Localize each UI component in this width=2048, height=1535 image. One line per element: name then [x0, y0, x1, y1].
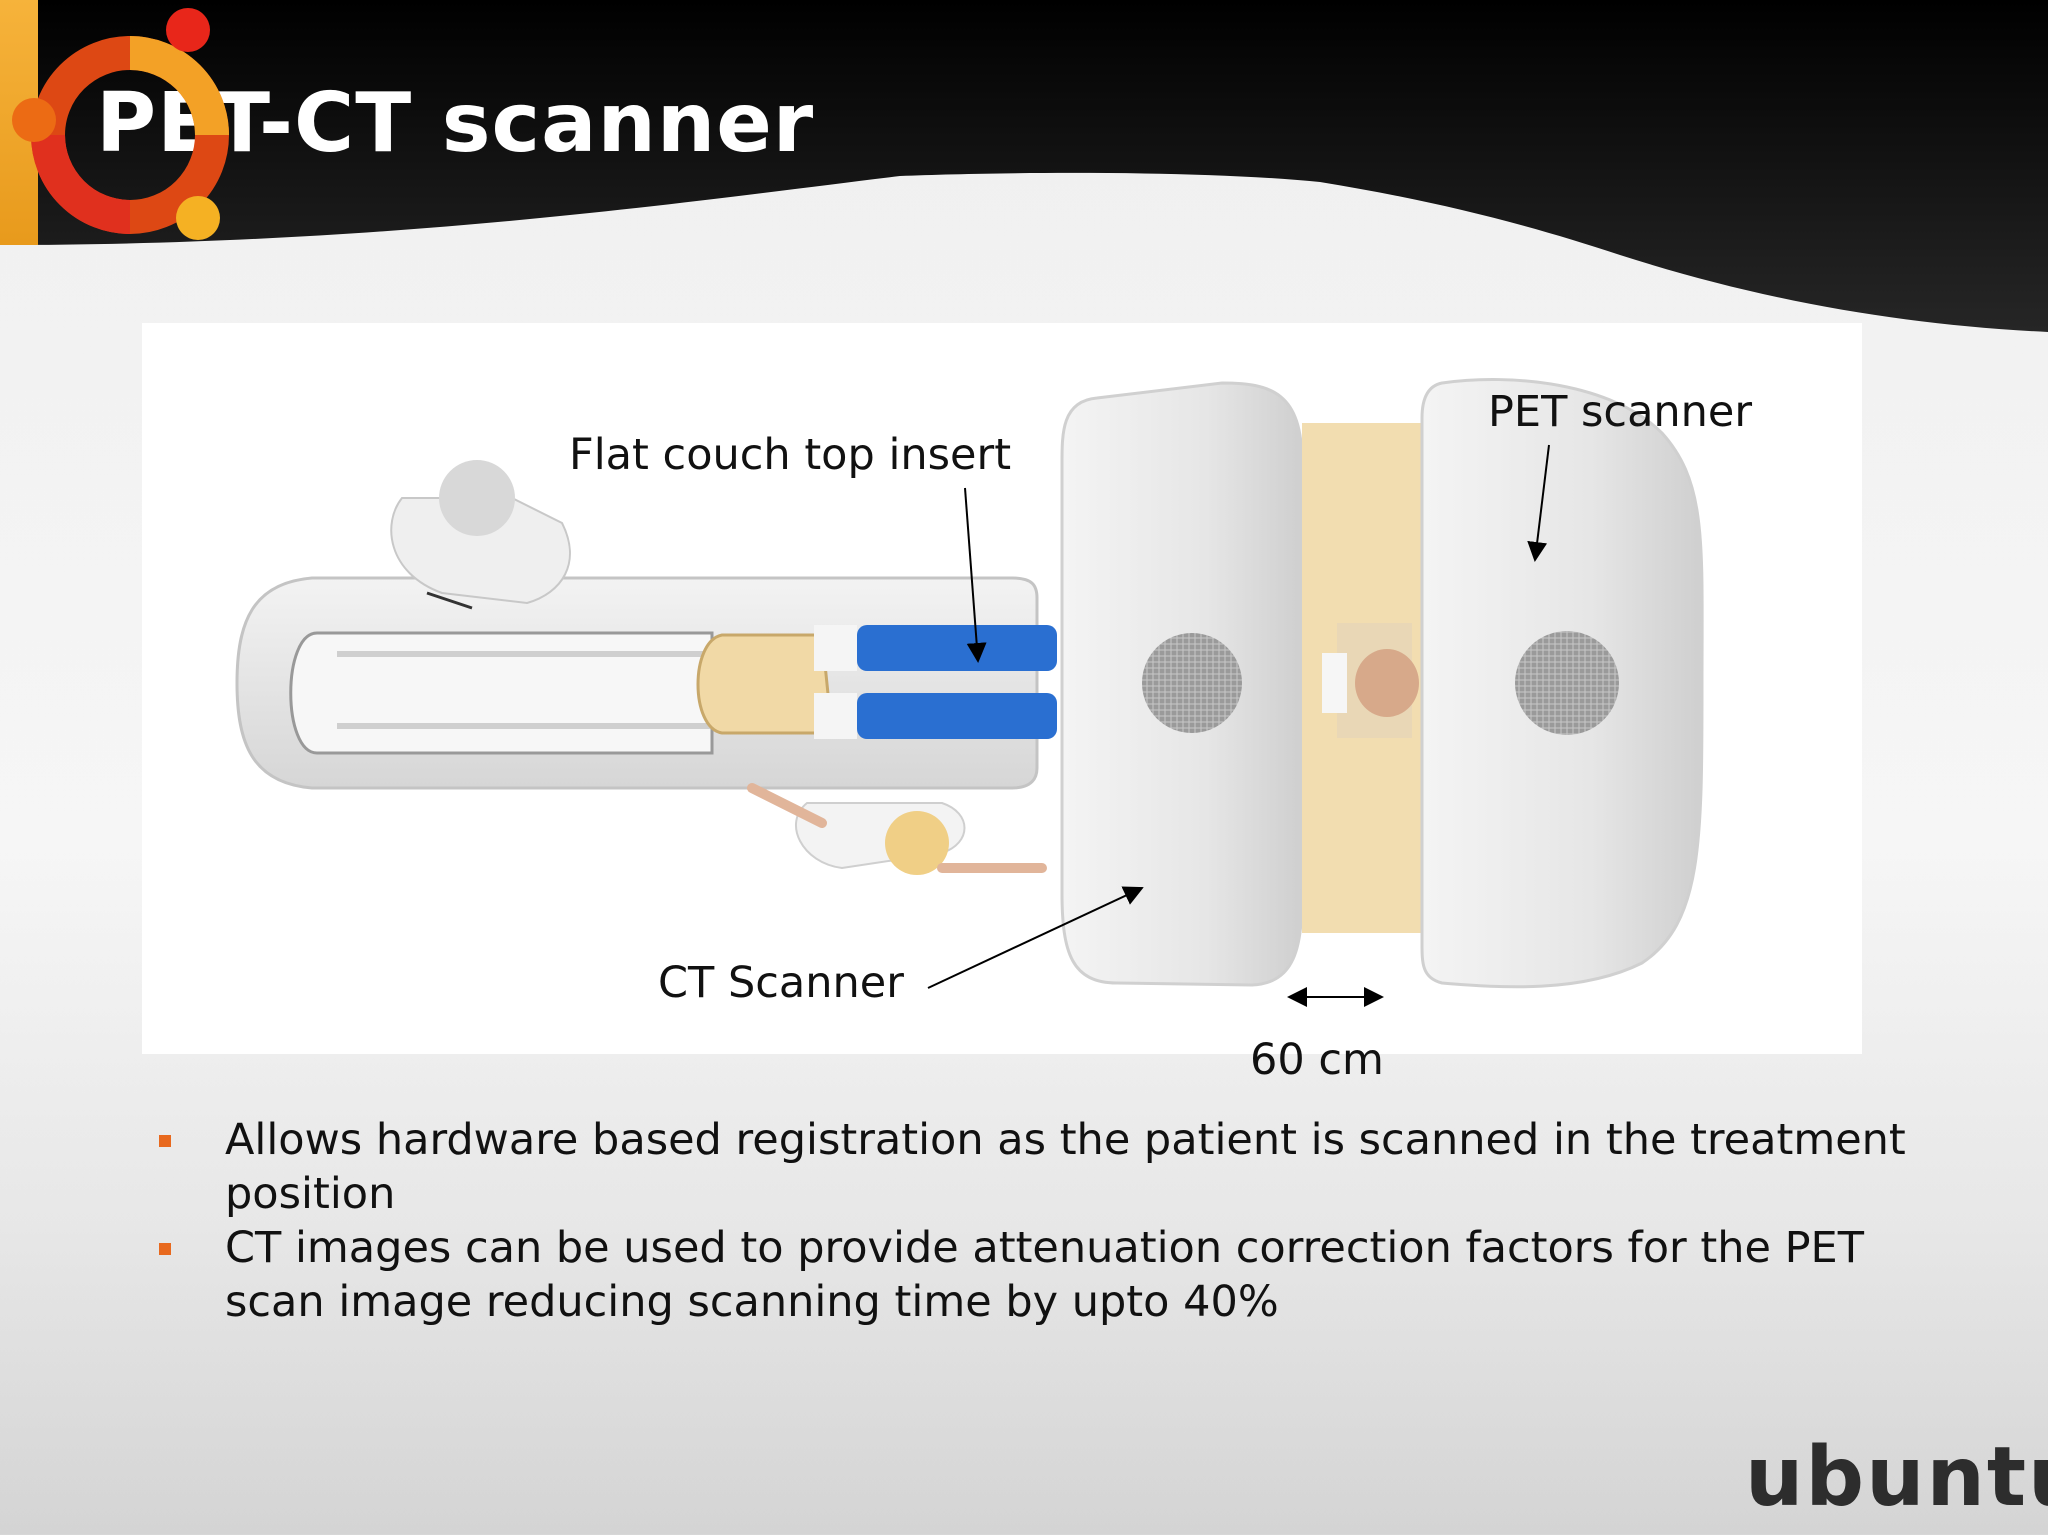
label-couch-insert: Flat couch top insert: [569, 430, 1012, 480]
ct-gantry: [1060, 381, 1304, 987]
doctor-figure: [390, 460, 571, 610]
nurse-figure: [747, 783, 1047, 875]
slide-header: PET-CT scanner: [0, 0, 2048, 340]
bullet-marker-icon: [159, 1135, 171, 1147]
pet-gantry: [1420, 378, 1704, 989]
bullet-text: CT images can be used to provide attenua…: [225, 1223, 1864, 1327]
scanner-figure: Flat couch top insert PET scanner CT Sca…: [142, 323, 1862, 1054]
ct-pointer-line: [927, 886, 1144, 989]
header-background: [0, 0, 2048, 332]
bullet-item: Allows hardware based registration as th…: [150, 1113, 1910, 1221]
pet-pointer-line: [1527, 444, 1550, 562]
bullet-marker-icon: [159, 1243, 171, 1255]
couch-pointer-line: [964, 487, 987, 663]
label-dimension: 60 cm: [1250, 1035, 1384, 1085]
scanner-illustration: [235, 378, 1704, 1007]
circle-of-friends-icon: [12, 8, 229, 240]
label-ct-scanner: CT Scanner: [658, 958, 904, 1008]
patient-couch: [235, 576, 1039, 790]
label-pet-scanner: PET scanner: [1488, 387, 1753, 437]
ubuntu-wordmark: ubuntu: [1745, 1430, 2048, 1525]
patient: [814, 625, 1057, 739]
bullet-text: Allows hardware based registration as th…: [225, 1115, 1906, 1219]
bullet-item: CT images can be used to provide attenua…: [150, 1221, 1910, 1329]
bullet-list: Allows hardware based registration as th…: [150, 1113, 1910, 1329]
